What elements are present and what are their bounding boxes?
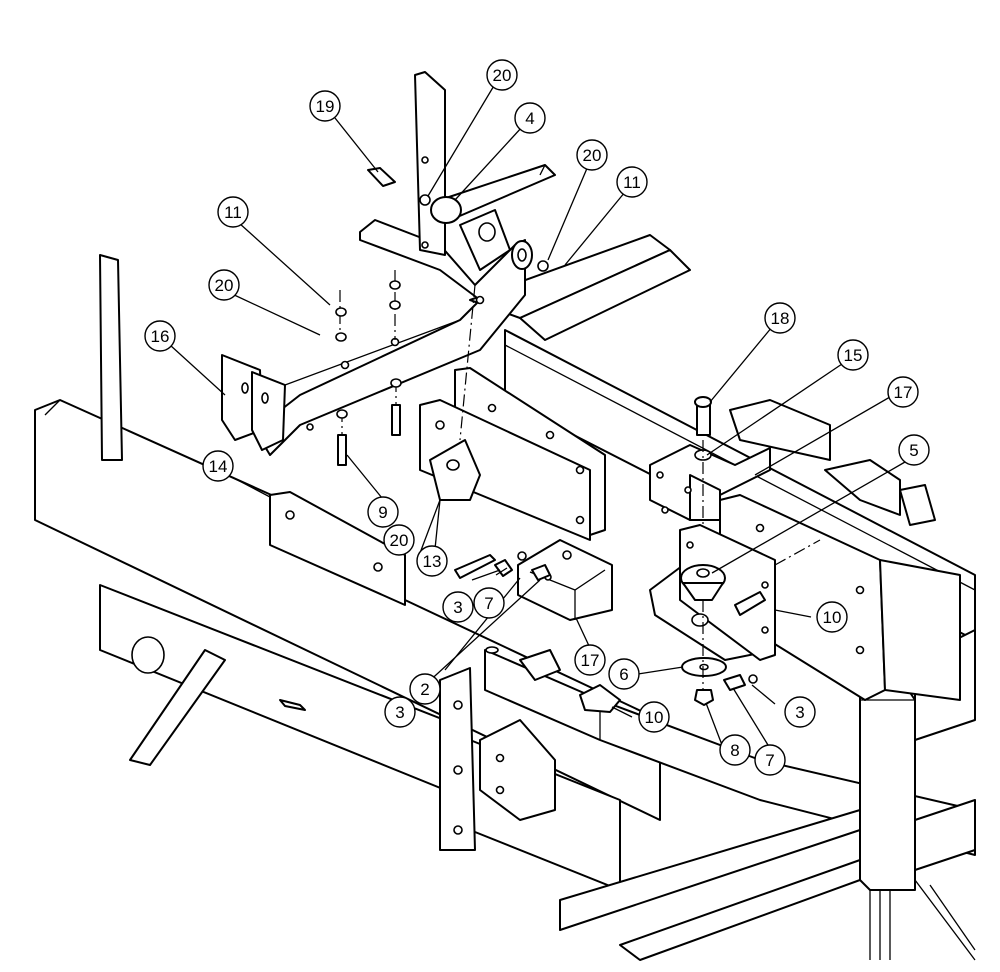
callout-3-right: 3 — [784, 696, 816, 728]
fasteners-center — [335, 270, 476, 470]
engine-mount-10 — [649, 524, 821, 706]
callout-label: 20 — [493, 66, 512, 85]
leader-lines — [169, 83, 906, 746]
channel-bracket-17-lower — [494, 539, 613, 621]
callout-20-left: 20 — [208, 269, 240, 301]
callout-15: 15 — [837, 339, 869, 371]
callout-label: 15 — [844, 346, 863, 365]
callout-label: 20 — [583, 146, 602, 165]
callout-label: 5 — [909, 441, 918, 460]
tab-10-lower — [485, 646, 621, 713]
callout-16: 16 — [144, 320, 176, 352]
callout-20-bottom: 20 — [383, 524, 415, 556]
callout-label: 4 — [525, 109, 534, 128]
main-frame — [34, 234, 976, 961]
callout-label: 19 — [316, 97, 335, 116]
callout-18: 18 — [764, 302, 796, 334]
callout-20-top: 20 — [486, 59, 518, 91]
callout-13: 13 — [416, 545, 448, 577]
callout-3-bottom: 3 — [384, 696, 416, 728]
callout-19: 19 — [309, 90, 341, 122]
callout-label: 10 — [645, 708, 664, 727]
callout-4: 4 — [514, 102, 546, 134]
callout-label: 17 — [894, 383, 913, 402]
callout-label: 9 — [378, 503, 387, 522]
callout-17-upper: 17 — [887, 376, 919, 408]
callout-3-left: 3 — [442, 591, 474, 623]
callout-6: 6 — [608, 658, 640, 690]
callout-5: 5 — [898, 434, 930, 466]
channel-bracket-17-upper — [649, 396, 771, 560]
callout-14: 14 — [202, 450, 234, 482]
callout-label: 20 — [215, 276, 234, 295]
callout-10-right: 10 — [816, 601, 848, 633]
callout-label: 7 — [484, 594, 493, 613]
callout-label: 13 — [423, 552, 442, 571]
callout-11-left: 11 — [217, 196, 249, 228]
callout-10-bottom: 10 — [638, 701, 670, 733]
callout-label: 6 — [619, 665, 628, 684]
callout-7-right: 7 — [754, 744, 786, 776]
callout-label: 2 — [420, 680, 429, 699]
upper-arm-plate — [367, 71, 556, 256]
callout-9: 9 — [367, 496, 399, 528]
callout-label: 3 — [795, 703, 804, 722]
callout-2: 2 — [409, 673, 441, 705]
callout-8: 8 — [719, 734, 751, 766]
callout-label: 17 — [581, 651, 600, 670]
mounting-plate-13 — [419, 367, 606, 579]
callout-label: 3 — [453, 598, 462, 617]
callout-label: 7 — [765, 751, 774, 770]
callout-7-left: 7 — [473, 587, 505, 619]
c-bracket-16 — [221, 209, 549, 456]
callout-label: 10 — [823, 608, 842, 627]
callout-label: 11 — [224, 203, 242, 222]
callout-label: 11 — [623, 173, 641, 192]
callout-20-right: 20 — [576, 139, 608, 171]
callout-17-lower: 17 — [574, 644, 606, 676]
callout-label: 20 — [390, 531, 409, 550]
callout-label: 18 — [771, 309, 790, 328]
callout-label: 3 — [395, 703, 404, 722]
callout-label: 14 — [209, 457, 228, 476]
callout-label: 16 — [151, 327, 170, 346]
callout-11-right: 11 — [616, 166, 648, 198]
callout-label: 8 — [730, 741, 739, 760]
